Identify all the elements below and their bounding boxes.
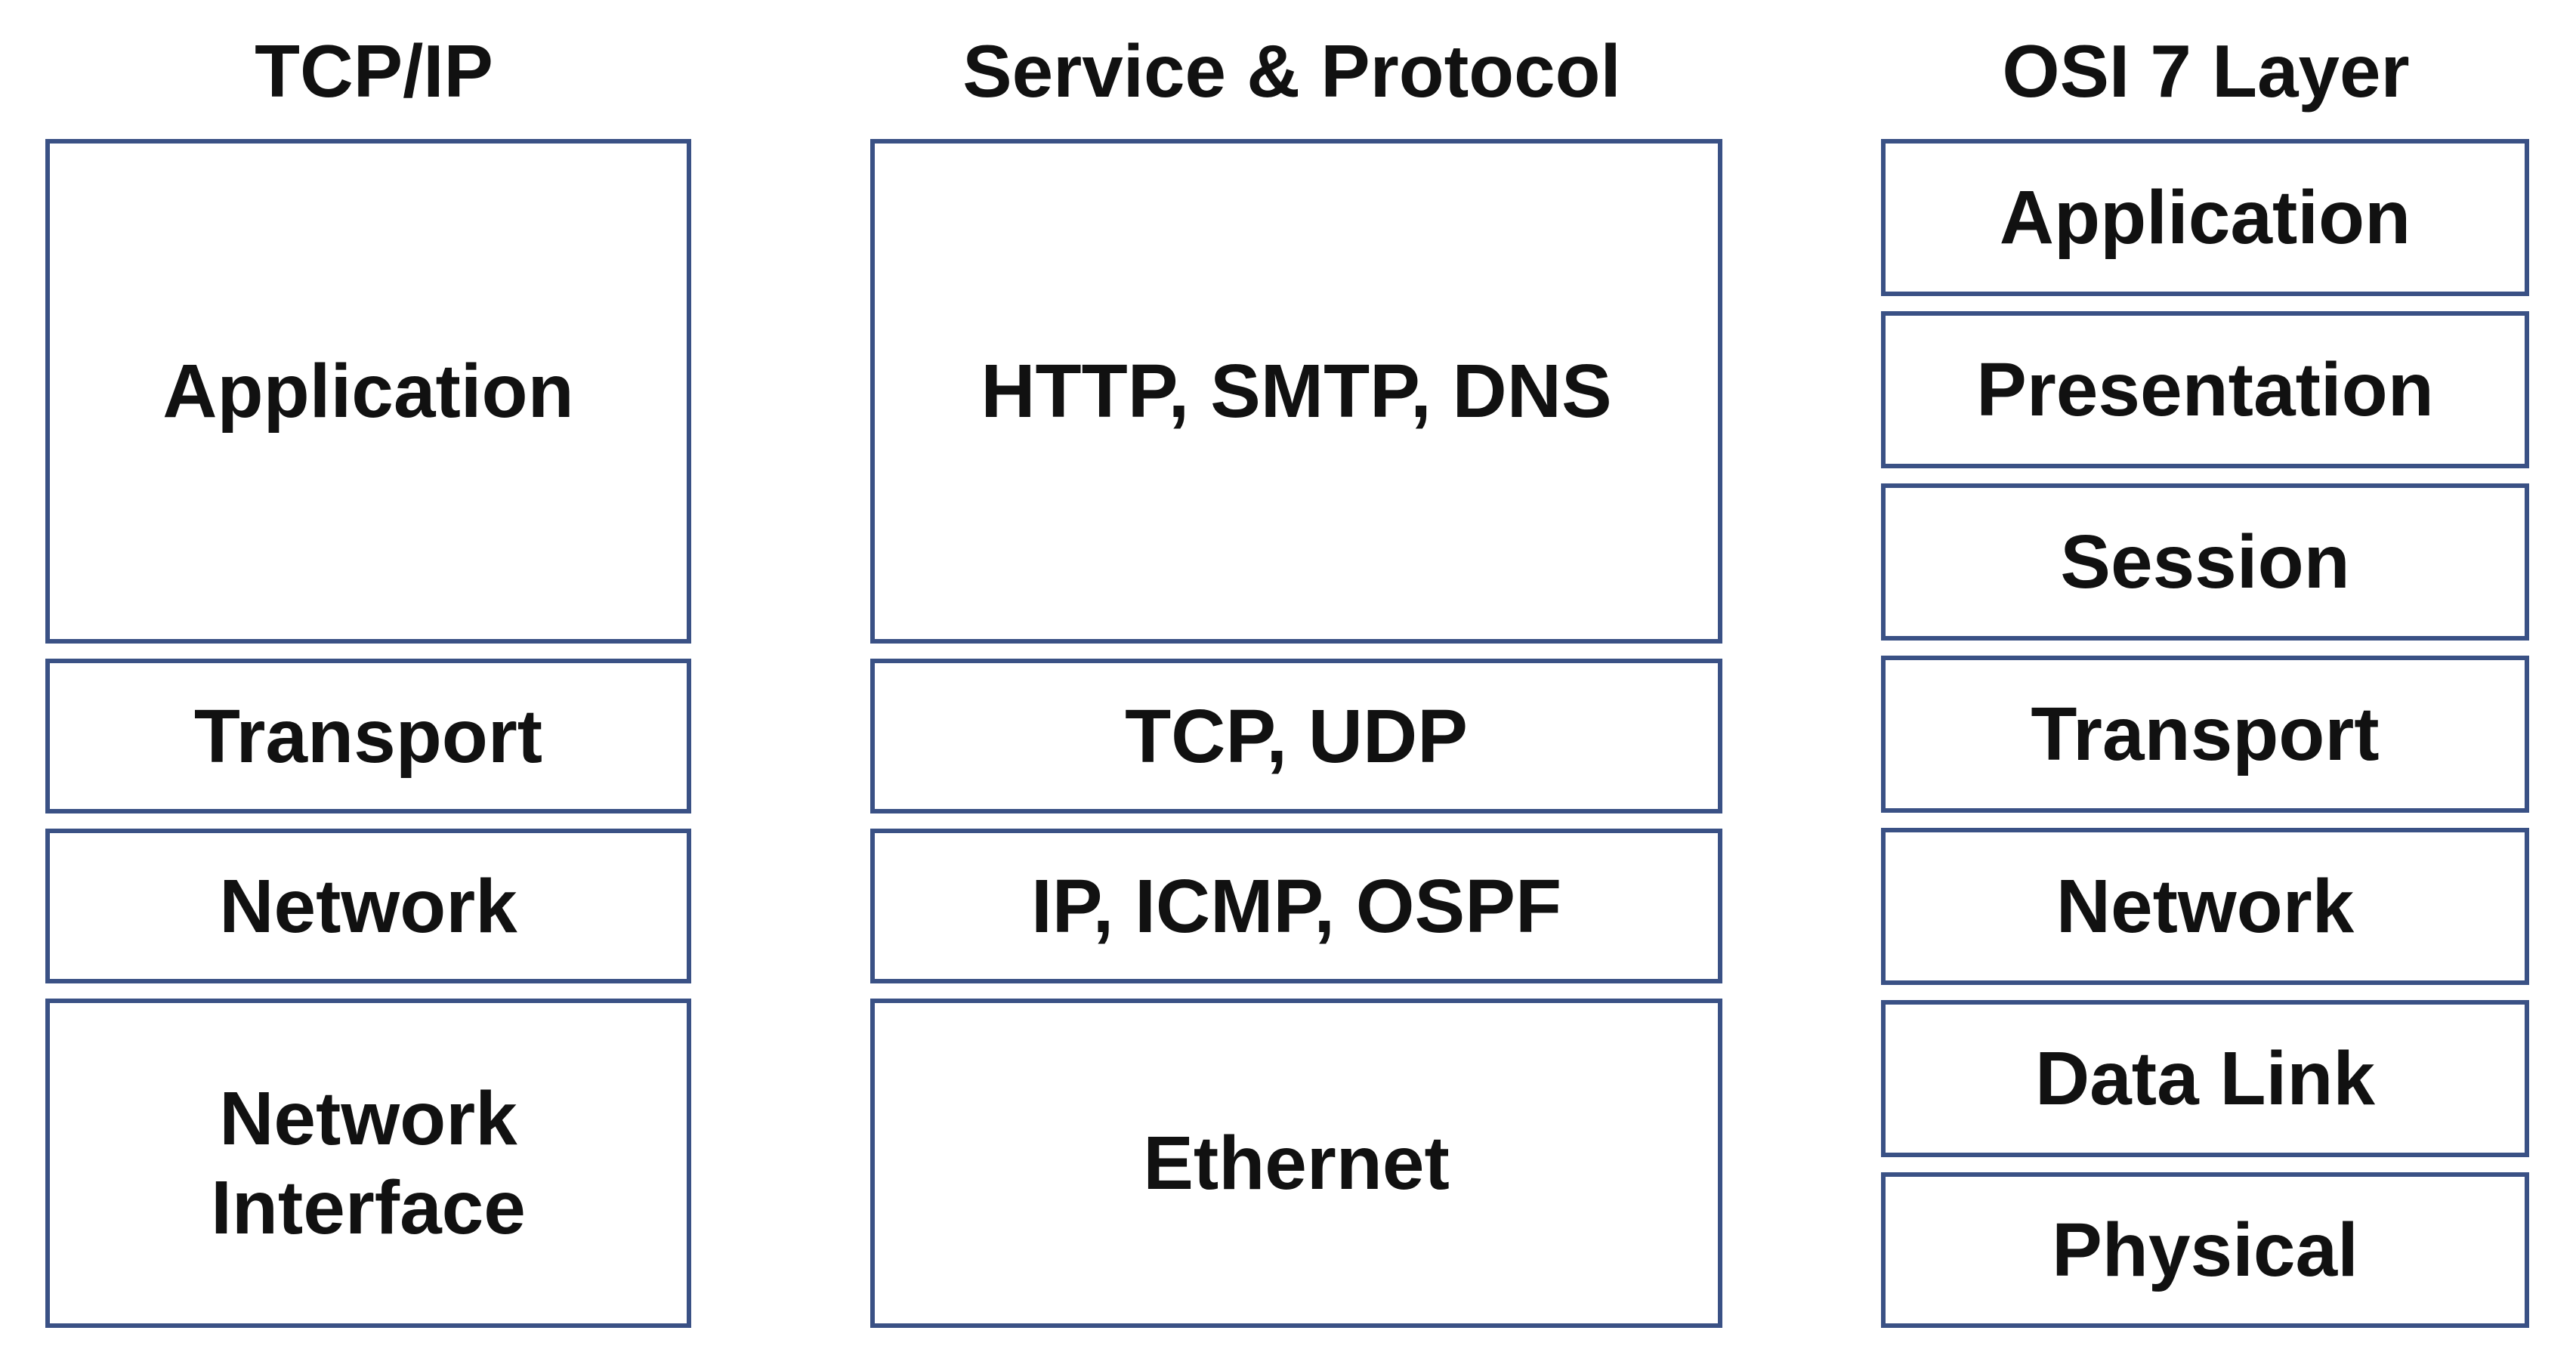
layer-label: Transport: [193, 693, 543, 779]
tcpip-layer-network: Network: [45, 829, 691, 983]
layer-label: Data Link: [2034, 1036, 2376, 1121]
protocol-network: IP, ICMP, OSPF: [870, 829, 1722, 983]
layer-label: Application: [1999, 175, 2411, 260]
osi-layer-data-link: Data Link: [1881, 1000, 2529, 1157]
tcpip-layer-application: Application: [45, 139, 691, 644]
layer-label: Network Interface: [211, 1076, 526, 1250]
protocol-label: HTTP, SMTP, DNS: [981, 349, 1612, 434]
layer-label: Transport: [2031, 692, 2380, 776]
protocol-application: HTTP, SMTP, DNS: [870, 139, 1722, 644]
osi-column-title: OSI 7 Layer: [2002, 29, 2410, 113]
protocol-label: Ethernet: [1143, 1121, 1450, 1206]
osi-layer-session: Session: [1881, 483, 2529, 641]
protocol-transport: TCP, UDP: [870, 659, 1722, 813]
protocol-link: Ethernet: [870, 999, 1722, 1328]
layer-label: Presentation: [1976, 347, 2434, 432]
layer-label: Network: [219, 863, 517, 949]
protocol-label: TCP, UDP: [1125, 693, 1468, 779]
tcpip-layer-network-interface: Network Interface: [45, 999, 691, 1328]
layer-label: Application: [162, 349, 574, 434]
tcpip-layer-transport: Transport: [45, 659, 691, 813]
osi-layer-presentation: Presentation: [1881, 311, 2529, 468]
tcpip-column-title: TCP/IP: [255, 29, 493, 113]
layer-label: Physical: [2052, 1208, 2358, 1292]
service-protocol-column-title: Service & Protocol: [962, 29, 1621, 113]
layer-label: Network: [2056, 864, 2355, 949]
osi-layer-physical: Physical: [1881, 1172, 2529, 1328]
osi-layer-application: Application: [1881, 139, 2529, 296]
osi-layer-transport: Transport: [1881, 656, 2529, 813]
protocol-label: IP, ICMP, OSPF: [1030, 863, 1562, 949]
layer-label: Session: [2060, 520, 2350, 604]
osi-layer-network: Network: [1881, 828, 2529, 985]
